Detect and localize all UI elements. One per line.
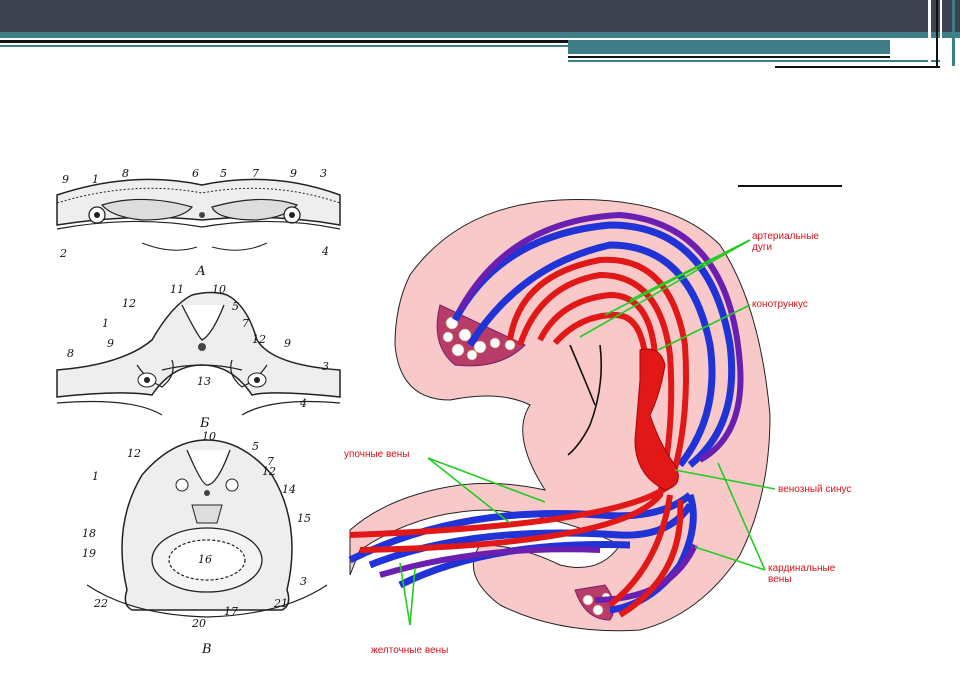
panel-a-number: 9 xyxy=(62,173,69,186)
panel-letter-a: А xyxy=(195,264,206,279)
panel-a-number: 1 xyxy=(92,173,99,186)
panel-letter-b: Б xyxy=(199,416,210,431)
panel-b-number: 5 xyxy=(232,300,239,313)
panel-b-number: 11 xyxy=(170,283,184,296)
label-arterial-arches: артериальные дуги xyxy=(752,231,819,253)
panel-c-number: 22 xyxy=(93,597,108,610)
panel-c-number: 18 xyxy=(82,527,96,540)
label-venous-sinus: венозный синус xyxy=(778,484,852,495)
panel-b-number: 10 xyxy=(212,283,226,296)
pointer-lines xyxy=(399,239,776,626)
header-bar xyxy=(0,0,960,32)
panel-c-number: 12 xyxy=(127,447,141,460)
embryo-circulation-diagram xyxy=(348,185,842,632)
panel-a-number: 5 xyxy=(220,167,227,180)
panel-c-number: 19 xyxy=(82,547,96,560)
panel-c-number: 17 xyxy=(224,605,238,618)
panel-c-number: 10 xyxy=(202,430,216,443)
panel-c-number: 15 xyxy=(297,512,311,525)
panel-b-number: 1 xyxy=(102,317,109,330)
label-vitelline-veins: желточные вены xyxy=(371,645,449,656)
underline-mark xyxy=(738,185,842,187)
panel-b-number: 7 xyxy=(242,317,249,330)
panel-b-number: 9 xyxy=(284,337,291,350)
panel-c-number: 16 xyxy=(198,553,212,566)
black-vessels xyxy=(567,344,602,456)
panel-c-number: 21 xyxy=(273,597,288,610)
heart-tube xyxy=(634,348,679,491)
panel-c-number: 3 xyxy=(300,575,307,588)
panel-c-number: 7 xyxy=(267,455,274,468)
panel-b-number: 13 xyxy=(197,375,211,388)
panel-a-number: 2 xyxy=(59,247,67,260)
panel-a-number: 6 xyxy=(192,167,199,180)
panel-letter-c: В xyxy=(201,642,212,657)
panel-b-number: 4 xyxy=(299,397,307,410)
panel-b-number: 9 xyxy=(107,337,114,350)
panel-c-number: 20 xyxy=(191,617,206,630)
panel-a-number: 8 xyxy=(122,167,129,180)
panel-b-number: 12 xyxy=(252,333,266,346)
label-conotruncus: конотрункус xyxy=(752,299,808,310)
panel-b-number: 3 xyxy=(322,360,329,373)
panel-a-number: 7 xyxy=(252,167,259,180)
panel-b-number: 8 xyxy=(67,347,74,360)
panel-b: 11 10 12 5 1 7 12 8 9 13 9 3 4 Б xyxy=(56,283,341,431)
panel-b-number: 12 xyxy=(122,297,136,310)
panel-c-number: 14 xyxy=(282,483,296,496)
panel-a-number: 9 xyxy=(290,167,297,180)
label-umbilical-veins: упочные вены xyxy=(344,449,410,460)
embryo-cross-section-figure: 9 1 8 6 5 7 9 3 2 4 А 11 10 12 5 1 7 12 … xyxy=(56,167,341,657)
panel-a: 9 1 8 6 5 7 9 3 2 4 А xyxy=(56,167,341,279)
panel-c: 10 5 7 12 12 1 14 15 18 16 19 3 22 17 21… xyxy=(82,430,328,657)
panel-a-number: 3 xyxy=(320,167,327,180)
panel-a-number: 4 xyxy=(321,245,329,258)
panel-c-number: 1 xyxy=(92,470,99,483)
panel-c-number: 12 xyxy=(262,465,276,478)
label-cardinal-veins: кардинальные вены xyxy=(768,563,836,585)
red-arteries xyxy=(349,256,689,618)
header-decoration xyxy=(0,0,960,68)
panel-c-number: 5 xyxy=(252,440,259,453)
